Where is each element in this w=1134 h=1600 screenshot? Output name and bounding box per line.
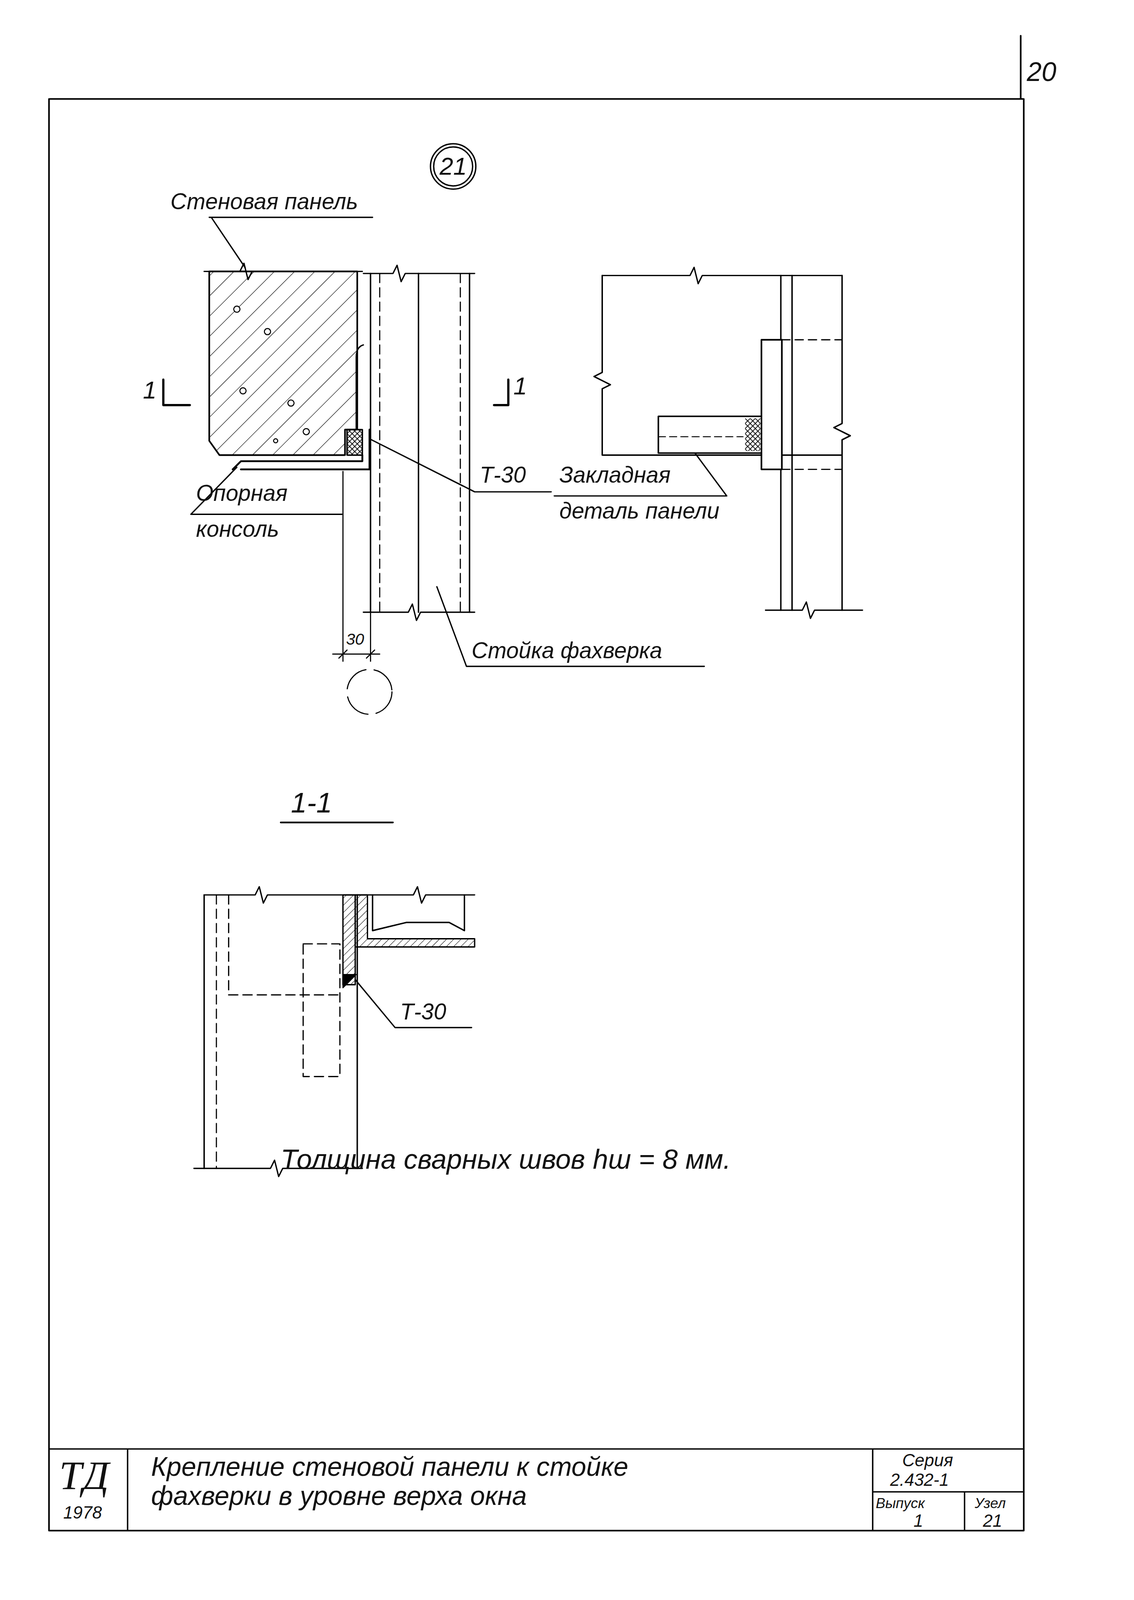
part-label: Опорная консоль	[196, 475, 330, 548]
dimension-line	[332, 471, 380, 662]
embedded-channel	[372, 895, 465, 932]
weld-type-label: Т-30	[479, 461, 526, 489]
sheet-frame	[49, 35, 1024, 1532]
bracket-hidden-edge	[781, 339, 842, 470]
year-text: 1978	[63, 1502, 102, 1524]
node-heading: Узел	[974, 1495, 1006, 1513]
series-number: 2.432-1	[890, 1469, 949, 1491]
title-block-grid	[49, 1449, 1024, 1531]
embedded-angle-section	[355, 895, 475, 947]
panel-hidden-edge	[228, 895, 343, 996]
anchor-bar	[356, 344, 364, 430]
break-line	[204, 886, 475, 904]
part-label: Закладная деталь панели	[559, 457, 728, 530]
bracket-section	[343, 895, 356, 985]
issue-heading: Выпуск	[875, 1495, 926, 1513]
issue-number: 1	[913, 1510, 924, 1532]
section-mark	[163, 379, 509, 405]
reference-circle	[347, 669, 393, 715]
panel-outline	[593, 275, 842, 456]
bracket-hidden-edge	[303, 944, 340, 1078]
section-title-underline	[280, 821, 394, 824]
callout-circle: 21	[429, 142, 478, 191]
section-title: 1-1	[290, 785, 333, 821]
post-outline	[204, 895, 358, 1169]
wall-panel	[209, 271, 358, 456]
dimension-value: 30	[345, 629, 365, 650]
bracket-plate	[761, 339, 782, 470]
embedded-plate	[347, 429, 363, 456]
leader-line	[209, 217, 373, 268]
aggregate-marks	[233, 306, 310, 444]
page-number: 20	[1026, 55, 1057, 88]
post-outline	[370, 273, 470, 613]
section-mark-label: 1	[142, 375, 157, 405]
support-bracket	[232, 429, 370, 470]
drawing-title: Крепление стеновой панели к стойке фахве…	[151, 1452, 723, 1511]
embedded-hidden-edge	[658, 436, 744, 438]
part-label: Стеновая панель	[170, 187, 359, 215]
leader-line	[369, 438, 552, 492]
break-line	[602, 267, 842, 284]
callout-ring	[433, 146, 473, 187]
callout-number: 21	[439, 151, 467, 182]
leader-line	[355, 979, 472, 1028]
weld-symbol	[343, 974, 357, 988]
post-hidden-edge	[215, 895, 217, 1169]
part-label: Стойка фахверка	[471, 637, 663, 664]
post-hidden-edge	[379, 273, 461, 613]
embedded-part	[658, 416, 762, 454]
break-line	[204, 263, 363, 280]
weld-type-label: Т-30	[399, 998, 446, 1026]
note-text: Толщина сварных швов hш = 8 мм.	[280, 1143, 731, 1177]
post-outline	[780, 275, 851, 611]
organization-mark: ТД	[59, 1453, 109, 1499]
node-number: 21	[982, 1510, 1003, 1532]
leader-line	[436, 587, 705, 667]
weld-symbol	[744, 418, 761, 452]
break-line	[363, 604, 475, 621]
series-heading: Серия	[902, 1450, 954, 1472]
break-line	[765, 602, 863, 619]
section-mark-label: 1	[513, 371, 527, 401]
callout-ring	[430, 143, 476, 190]
